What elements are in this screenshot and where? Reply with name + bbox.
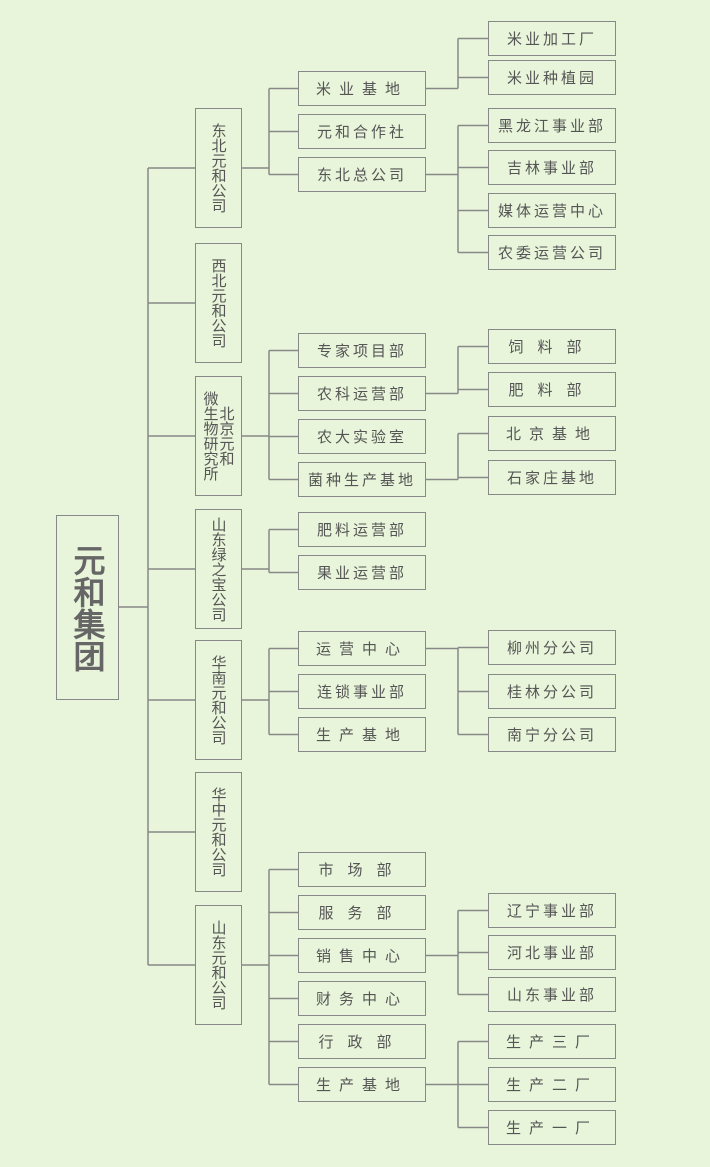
department-box: 生产基地 <box>298 717 426 752</box>
department-box: 专家项目部 <box>298 333 426 368</box>
company-box: 北京元和微生物研究所 <box>195 376 242 496</box>
company-name-column: 北京元和 <box>217 406 236 466</box>
company-name: 山东绿之宝公司 <box>209 516 228 622</box>
sub-unit-box: 河北事业部 <box>488 935 616 970</box>
sub-unit-box: 肥料部 <box>488 372 616 407</box>
sub-unit-box: 生产一厂 <box>488 1110 616 1145</box>
company-name: 西北元和公司 <box>209 258 228 348</box>
company-name-column: 微生物研究所 <box>201 391 220 481</box>
sub-unit-box: 南宁分公司 <box>488 717 616 752</box>
sub-unit-box: 吉林事业部 <box>488 150 616 185</box>
department-box: 行政部 <box>298 1024 426 1059</box>
sub-unit-box: 米业加工厂 <box>488 21 616 56</box>
company-box: 山东绿之宝公司 <box>195 509 242 629</box>
department-box: 菌种生产基地 <box>298 462 426 497</box>
sub-unit-box: 山东事业部 <box>488 977 616 1012</box>
sub-unit-box: 媒体运营中心 <box>488 193 616 228</box>
department-box: 农科运营部 <box>298 376 426 411</box>
department-box: 生产基地 <box>298 1067 426 1102</box>
sub-unit-box: 米业种植园 <box>488 60 616 95</box>
company-box: 华中元和公司 <box>195 772 242 892</box>
department-box: 肥料运营部 <box>298 512 426 547</box>
department-box: 运营中心 <box>298 631 426 666</box>
department-box: 米业基地 <box>298 71 426 106</box>
sub-unit-box: 农委运营公司 <box>488 235 616 270</box>
sub-unit-box: 柳州分公司 <box>488 630 616 665</box>
sub-unit-box: 黑龙江事业部 <box>488 108 616 143</box>
company-name: 华南元和公司 <box>209 655 228 745</box>
sub-unit-box: 辽宁事业部 <box>488 893 616 928</box>
root-company-box: 元和集团 <box>56 515 119 700</box>
sub-unit-box: 桂林分公司 <box>488 674 616 709</box>
sub-unit-box: 生产二厂 <box>488 1067 616 1102</box>
company-box: 西北元和公司 <box>195 243 242 363</box>
company-name: 华中元和公司 <box>209 787 228 877</box>
sub-unit-box: 生产三厂 <box>488 1024 616 1059</box>
department-box: 服务部 <box>298 895 426 930</box>
root-company-name: 元和集团 <box>68 543 107 672</box>
department-box: 东北总公司 <box>298 157 426 192</box>
company-box: 东北元和公司 <box>195 108 242 228</box>
company-name: 东北元和公司 <box>209 123 228 213</box>
department-box: 财务中心 <box>298 981 426 1016</box>
department-box: 果业运营部 <box>298 555 426 590</box>
sub-unit-box: 北京基地 <box>488 416 616 451</box>
company-box: 山东元和公司 <box>195 905 242 1025</box>
department-box: 农大实验室 <box>298 419 426 454</box>
department-box: 元和合作社 <box>298 114 426 149</box>
company-box: 华南元和公司 <box>195 640 242 760</box>
company-name: 山东元和公司 <box>209 920 228 1010</box>
department-box: 市场部 <box>298 852 426 887</box>
department-box: 销售中心 <box>298 938 426 973</box>
sub-unit-box: 石家庄基地 <box>488 460 616 495</box>
department-box: 连锁事业部 <box>298 674 426 709</box>
sub-unit-box: 饲料部 <box>488 329 616 364</box>
